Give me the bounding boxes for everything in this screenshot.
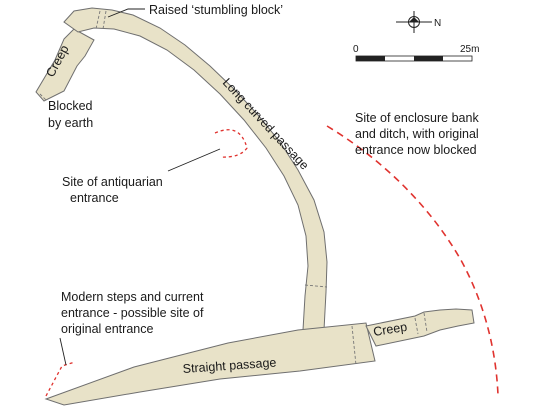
- modern-entrance-outline: [45, 361, 76, 397]
- modern-entrance-label-line1: Modern steps and current: [61, 290, 204, 304]
- right-creep-label: Creep: [372, 320, 408, 339]
- scale-bar: [355, 55, 473, 62]
- right-creep-passage: [365, 308, 475, 347]
- scale-min-label: 0: [353, 44, 359, 55]
- antiquarian-leader: [167, 148, 221, 172]
- modern-entrance-label-line3: original entrance: [61, 322, 153, 336]
- creep-divider: [414, 312, 428, 335]
- blocked-label-line2: by earth: [48, 116, 93, 130]
- stumbling-block-label: Raised ‘stumbling block’: [149, 3, 283, 17]
- north-arrow-icon: [396, 11, 432, 33]
- modern-entrance-label-line2: entrance - possible site of: [61, 306, 204, 320]
- enclosure-label-line1: Site of enclosure bank: [355, 111, 479, 125]
- blocked-label-line1: Blocked: [48, 99, 93, 113]
- straight-passage-label: Straight passage: [182, 355, 277, 376]
- compass-north-label: N: [434, 18, 441, 29]
- enclosure-label-line3: entrance now blocked: [355, 143, 477, 157]
- upper-creep-end-mark: [39, 93, 47, 101]
- stumbling-block-leader: [107, 8, 145, 18]
- scale-max-label: 25m: [460, 44, 479, 55]
- enclosure-bank-line: [326, 125, 499, 396]
- antiquarian-label-line1: Site of antiquarian: [62, 175, 163, 189]
- long-curved-passage: [63, 7, 328, 331]
- straight-passage-divider: [351, 325, 357, 366]
- passage-junction-line: [304, 284, 328, 288]
- long-curved-passage-label: Long curved passage: [220, 75, 312, 172]
- antiquarian-label-line2: entrance: [70, 191, 119, 205]
- straight-passage: [44, 322, 376, 406]
- stumbling-block-mark: [95, 10, 107, 30]
- enclosure-label-line2: and ditch, with original: [355, 127, 479, 141]
- antiquarian-entrance-outline: [214, 129, 248, 158]
- modern-entrance-leader: [59, 337, 67, 366]
- upper-creep-passage: [35, 28, 95, 102]
